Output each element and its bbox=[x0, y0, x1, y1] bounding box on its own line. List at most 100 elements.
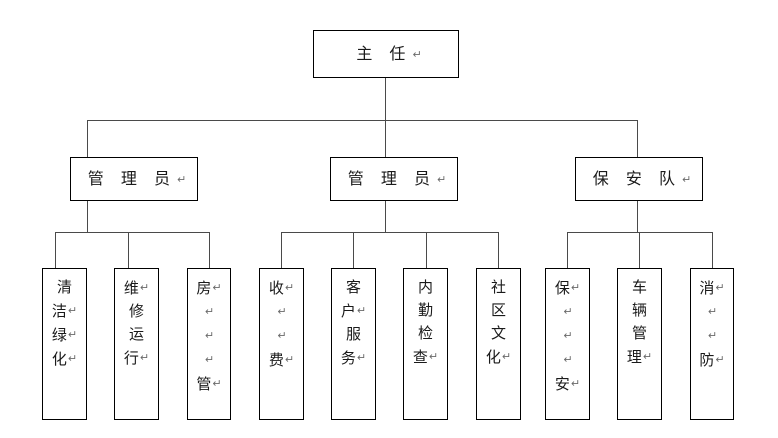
paragraph-mark-icon: ↵ bbox=[681, 172, 692, 186]
node-leaf-line: 辆 bbox=[631, 301, 647, 319]
node-leaf-line: 行↵ bbox=[123, 349, 150, 367]
node-leaf-line: 服 bbox=[345, 325, 361, 343]
connector-branch-3-leaf-3 bbox=[712, 232, 713, 268]
node-leaf-label: 房↵↵↵↵管↵ bbox=[196, 276, 221, 396]
connector-to-branch-2 bbox=[385, 120, 386, 157]
node-branch-3-label: 保 安 队 bbox=[592, 169, 681, 189]
connector-branch-3-leaf-2 bbox=[639, 232, 640, 268]
paragraph-mark-icon: ↵ bbox=[428, 350, 439, 363]
node-leaf-label: 消↵↵↵防↵ bbox=[699, 276, 724, 372]
paragraph-mark-icon: ↵ bbox=[284, 281, 295, 294]
node-leaf-line: 房↵ bbox=[196, 279, 222, 297]
connector-branch-1-bus bbox=[55, 232, 209, 233]
paragraph-mark-icon: ↵ bbox=[707, 329, 718, 342]
node-leaf-line: ↵ bbox=[269, 300, 294, 324]
node-leaf-line: 安↵ bbox=[554, 375, 581, 393]
paragraph-mark-icon: ↵ bbox=[277, 305, 287, 318]
paragraph-mark-icon: ↵ bbox=[412, 47, 422, 61]
node-leaf-line: 管↵ bbox=[196, 375, 222, 393]
connector-branch-1-leaf-1 bbox=[55, 232, 56, 268]
node-leaf-line: ↵ bbox=[555, 348, 580, 372]
node-leaf-line: ↵ bbox=[699, 324, 724, 348]
node-leaf-line: ↵ bbox=[555, 324, 580, 348]
connector-branch-3-leaf-1 bbox=[567, 232, 568, 268]
paragraph-mark-icon: ↵ bbox=[67, 328, 78, 341]
node-leaf-housing-management[interactable]: 房↵↵↵↵管↵ bbox=[187, 268, 231, 420]
connector-branch-2-leaf-4 bbox=[498, 232, 499, 268]
paragraph-mark-icon: ↵ bbox=[139, 281, 150, 294]
connector-branch-1-leaf-3 bbox=[209, 232, 210, 268]
node-leaf-line: 防↵ bbox=[699, 351, 725, 369]
paragraph-mark-icon: ↵ bbox=[277, 329, 287, 342]
connector-branch-2-leaf-2 bbox=[353, 232, 354, 268]
paragraph-mark-icon: ↵ bbox=[570, 281, 581, 294]
node-leaf-line: 理↵ bbox=[626, 348, 653, 366]
node-branch-security-team[interactable]: 保 安 队 ↵ bbox=[575, 157, 703, 201]
paragraph-mark-icon: ↵ bbox=[501, 350, 512, 363]
paragraph-mark-icon: ↵ bbox=[176, 172, 187, 186]
paragraph-mark-icon: ↵ bbox=[563, 353, 573, 366]
connector-level2-bus bbox=[87, 120, 638, 121]
paragraph-mark-icon: ↵ bbox=[356, 304, 367, 317]
paragraph-mark-icon: ↵ bbox=[563, 305, 573, 318]
node-branch-manager-1[interactable]: 管 理 员 ↵ bbox=[70, 157, 198, 201]
node-root-director[interactable]: 主 任 ↵ bbox=[313, 30, 459, 78]
paragraph-mark-icon: ↵ bbox=[212, 281, 222, 294]
node-leaf-line: ↵ bbox=[196, 348, 221, 372]
paragraph-mark-icon: ↵ bbox=[570, 377, 581, 390]
node-root-label: 主 任 bbox=[356, 44, 412, 64]
node-leaf-label: 保↵↵↵↵安↵ bbox=[555, 276, 580, 396]
node-branch-manager-2[interactable]: 管 理 员 ↵ bbox=[330, 157, 458, 201]
node-leaf-line: 内 bbox=[417, 278, 433, 296]
paragraph-mark-icon: ↵ bbox=[67, 352, 78, 365]
node-leaf-line: 务↵ bbox=[340, 349, 367, 367]
connector-branch-2-bus bbox=[281, 232, 499, 233]
connector-root-stem bbox=[385, 78, 386, 120]
node-leaf-line: ↵ bbox=[699, 300, 724, 324]
node-leaf-customer-service[interactable]: 客户↵ 服务↵ bbox=[331, 268, 376, 420]
node-leaf-line: 查↵ bbox=[412, 348, 439, 366]
node-leaf-label: 社区文化↵ bbox=[486, 276, 511, 369]
connector-to-branch-1 bbox=[87, 120, 88, 157]
node-leaf-line: 消↵ bbox=[699, 279, 725, 297]
node-leaf-security-guard[interactable]: 保↵↵↵↵安↵ bbox=[545, 268, 590, 420]
connector-to-branch-3 bbox=[637, 120, 638, 157]
node-leaf-label: 清洁↵绿↵化↵ bbox=[52, 276, 77, 371]
node-leaf-line: 户↵ bbox=[340, 302, 367, 320]
node-leaf-line: 客 bbox=[345, 278, 361, 296]
paragraph-mark-icon: ↵ bbox=[139, 351, 150, 364]
paragraph-mark-icon: ↵ bbox=[284, 353, 295, 366]
paragraph-mark-icon: ↵ bbox=[204, 305, 215, 318]
node-leaf-line: ↵ bbox=[269, 324, 294, 348]
node-leaf-line: 文 bbox=[490, 324, 506, 342]
node-leaf-label: 收↵↵↵费↵ bbox=[269, 276, 294, 372]
node-leaf-label: 维↵ 修运行↵ bbox=[124, 276, 149, 370]
node-leaf-line: 修 bbox=[128, 302, 144, 320]
connector-branch-2-stem bbox=[385, 200, 386, 232]
paragraph-mark-icon: ↵ bbox=[715, 353, 725, 366]
node-leaf-internal-inspection[interactable]: 内勤检查↵ bbox=[403, 268, 448, 420]
node-leaf-line: 社 bbox=[490, 278, 506, 296]
node-leaf-line: 保↵ bbox=[554, 279, 581, 297]
paragraph-mark-icon: ↵ bbox=[204, 353, 215, 366]
connector-branch-2-leaf-1 bbox=[281, 232, 282, 268]
node-leaf-community-culture[interactable]: 社区文化↵ bbox=[476, 268, 521, 420]
node-leaf-fee-collection[interactable]: 收↵↵↵费↵ bbox=[259, 268, 304, 420]
node-leaf-line: ↵ bbox=[555, 300, 580, 324]
paragraph-mark-icon: ↵ bbox=[563, 329, 573, 342]
paragraph-mark-icon: ↵ bbox=[707, 305, 718, 318]
paragraph-mark-icon: ↵ bbox=[67, 304, 78, 317]
node-leaf-line: 化↵ bbox=[485, 348, 512, 366]
node-leaf-line: 化↵ bbox=[51, 350, 78, 368]
node-leaf-line: 绿↵ bbox=[51, 326, 78, 344]
node-leaf-vehicle-management[interactable]: 车辆管理↵ bbox=[617, 268, 662, 420]
node-leaf-maintenance-operation[interactable]: 维↵ 修运行↵ bbox=[114, 268, 159, 420]
node-leaf-line: ↵ bbox=[196, 300, 221, 324]
connector-branch-1-stem bbox=[87, 200, 88, 232]
paragraph-mark-icon: ↵ bbox=[715, 281, 725, 294]
node-branch-2-label: 管 理 员 bbox=[347, 169, 436, 189]
node-leaf-line: 运 bbox=[128, 325, 144, 343]
node-leaf-fire-protection[interactable]: 消↵↵↵防↵ bbox=[690, 268, 734, 420]
node-leaf-line: 维↵ bbox=[123, 279, 150, 297]
node-leaf-cleaning-greening[interactable]: 清洁↵绿↵化↵ bbox=[42, 268, 87, 420]
